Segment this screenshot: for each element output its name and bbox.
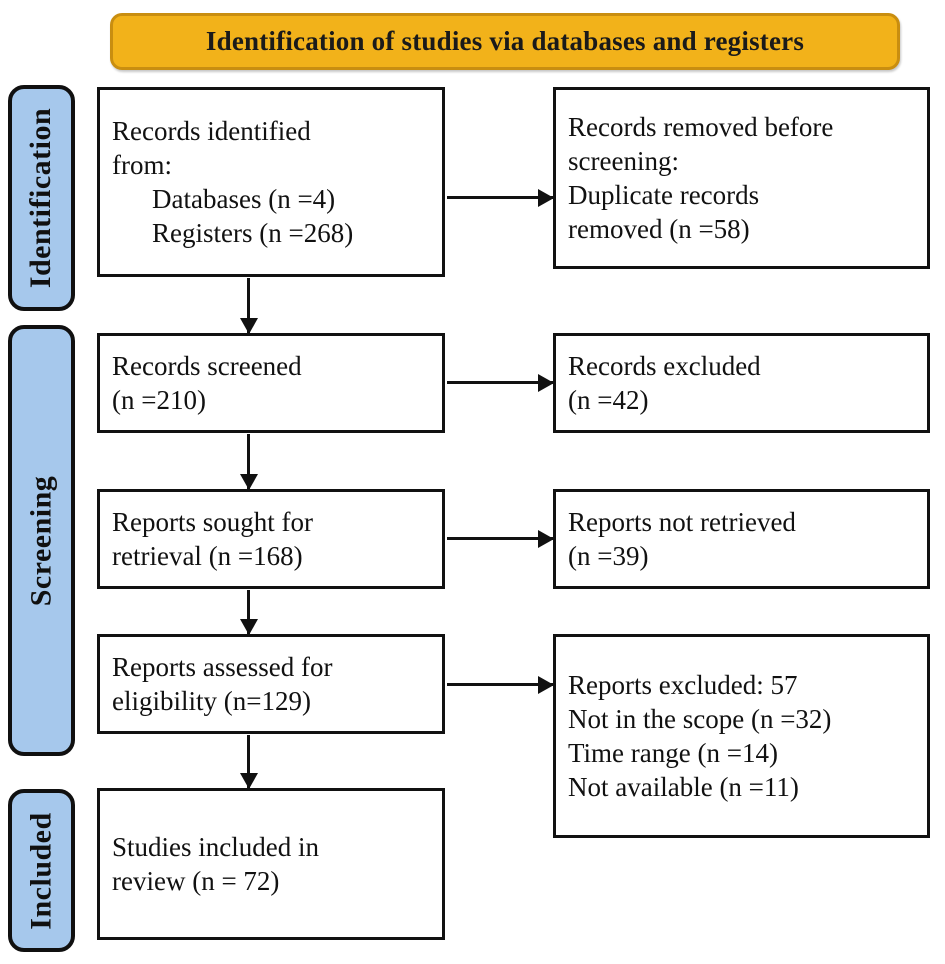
node-line-emphasis: before (764, 111, 834, 142)
node-studies-included: Studies included in review (n = 72) (97, 788, 445, 940)
node-line: Studies included in (112, 831, 319, 862)
node-line-part: Records removed (568, 111, 765, 142)
node-line: from: (112, 149, 172, 180)
node-line: Databases (n =4) (152, 184, 336, 214)
node-reports-assessed: Reports assessed for eligibility (n=129) (97, 634, 445, 734)
node-line: (n =210) (112, 385, 206, 415)
arrow-screened-to-sought-icon (247, 434, 250, 489)
node-line: retrieval (n =168) (112, 541, 303, 571)
node-line-emphasis: screening (568, 145, 672, 176)
node-reports-sought: Reports sought for retrieval (n =168) (97, 489, 445, 589)
node-line-part: : (671, 145, 679, 176)
node-reports-excluded-detail: Reports excluded: 57 Not in the scope (n… (553, 634, 930, 838)
arrow-sought-to-not-retrieved-icon (447, 537, 553, 540)
diagram-title: Identification of studies via databases … (205, 26, 805, 56)
node-line: Duplicate records (568, 180, 760, 210)
arrow-sought-to-assessed-icon (247, 590, 250, 634)
node-records-screened: Records screened (n =210) (97, 333, 445, 433)
node-line: Reports not retrieved (568, 506, 796, 537)
node-line: screening: (568, 144, 915, 178)
node-line: Records screened (112, 350, 302, 381)
node-line: eligibility (n=129) (112, 686, 311, 716)
stage-label-text: Included (24, 811, 58, 930)
node-line: Reports assessed for (112, 651, 333, 682)
arrow-identified-to-removed-icon (447, 196, 553, 199)
stage-label-included: Included (8, 789, 75, 952)
node-records-excluded: Records excluded (n =42) (553, 333, 930, 433)
arrow-screened-to-excluded-icon (447, 381, 553, 384)
stage-label-text: Identification (24, 107, 58, 289)
stage-label-screening: Screening (8, 325, 75, 756)
node-line: Not available (n =11) (568, 772, 799, 803)
arrow-identified-to-screened-icon (247, 278, 250, 333)
node-line: (n =42) (568, 385, 649, 415)
stage-label-text: Screening (24, 475, 58, 606)
node-line: Records identified (112, 115, 311, 146)
node-line: removed (n =58) (568, 214, 750, 245)
node-line: review (n = 72) (112, 866, 280, 896)
diagram-header-banner: Identification of studies via databases … (110, 13, 900, 70)
node-reports-not-retrieved: Reports not retrieved (n =39) (553, 489, 930, 589)
stage-label-identification: Identification (8, 85, 75, 311)
node-line: Records removed before (568, 110, 915, 144)
node-line: Records excluded (568, 350, 761, 381)
node-line: Time range (n =14) (568, 738, 778, 768)
node-records-identified: Records identified from: Databases (n =4… (97, 87, 445, 277)
node-line: Not in the scope (n =32) (568, 703, 832, 734)
arrow-assessed-to-included-icon (247, 735, 250, 788)
arrow-assessed-to-reports-excluded-icon (447, 683, 553, 686)
node-line: Reports excluded: 57 (568, 669, 798, 700)
node-line: (n =39) (568, 541, 649, 571)
node-line: Registers (n =268) (152, 218, 354, 249)
node-line: Reports sought for (112, 506, 313, 537)
node-records-removed: Records removed before screening: Duplic… (553, 87, 930, 269)
